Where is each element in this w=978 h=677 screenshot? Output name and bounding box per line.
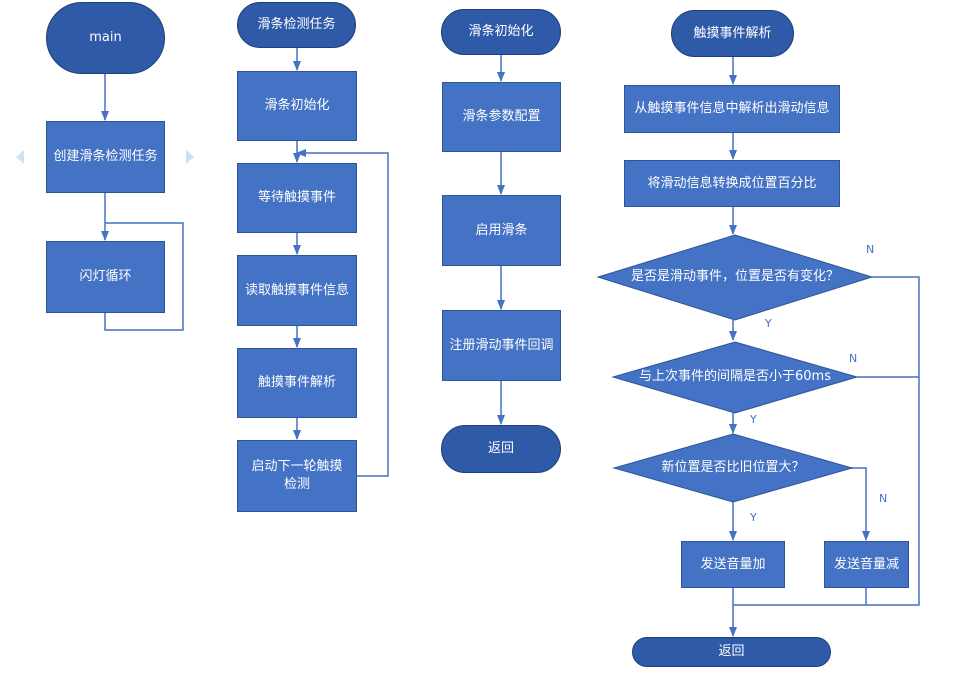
d3-no-label: N	[879, 492, 888, 505]
volume-up-box: 发送音量加	[681, 541, 785, 588]
decision-slide-event-shape	[596, 234, 874, 321]
decision-slide-event-text: 是否是滑动事件，位置是否有变化？	[630, 269, 839, 284]
decision-interval-shape	[611, 341, 859, 414]
convert-percent-box: 将滑动信息转换成位置百分比	[624, 160, 840, 207]
blink-loop-box: 闪灯循环	[46, 241, 165, 313]
next-round-detect-box: 启动下一轮触摸检测	[237, 440, 357, 512]
decision-position-text: 新位置是否比旧位置大？	[661, 460, 805, 475]
wait-touch-event-box: 等待触摸事件	[237, 163, 357, 233]
arrow-d3-no	[850, 467, 870, 541]
slider-init-return-terminator: 返回	[441, 425, 561, 473]
nav-right-arrow-icon[interactable]	[186, 150, 194, 164]
loop-blink	[104, 222, 184, 331]
register-callback-box: 注册滑动事件回调	[442, 310, 561, 381]
decision-interval-text: 与上次事件的间隔是否小于60ms	[639, 369, 831, 384]
touch-parse-start-terminator: 触摸事件解析	[671, 10, 794, 57]
volume-down-box: 发送音量减	[824, 541, 909, 588]
slider-init-call-box: 滑条初始化	[237, 71, 357, 141]
touch-event-parse-call-box: 触摸事件解析	[237, 348, 357, 418]
d1-no-label: N	[866, 243, 875, 256]
slider-config-box: 滑条参数配置	[442, 82, 561, 152]
create-task-box: 创建滑条检测任务	[46, 121, 165, 193]
d2-yes-label: Y	[750, 413, 757, 426]
detect-task-start-terminator: 滑条检测任务	[237, 2, 356, 48]
touch-parse-return-terminator: 返回	[632, 637, 831, 667]
d3-yes-label: Y	[750, 511, 757, 524]
slider-init-start-terminator: 滑条初始化	[441, 9, 561, 55]
enable-slider-box: 启用滑条	[442, 195, 561, 266]
main-start-terminator: main	[46, 2, 165, 74]
loop-next-round	[296, 149, 389, 477]
nav-left-arrow-icon[interactable]	[16, 150, 24, 164]
d1-yes-label: Y	[765, 317, 772, 330]
parse-slide-info-box: 从触摸事件信息中解析出滑动信息	[624, 85, 840, 133]
d2-no-label: N	[849, 352, 858, 365]
line-d1-no	[733, 276, 920, 606]
read-touch-info-box: 读取触摸事件信息	[237, 255, 357, 326]
decision-position-shape	[612, 433, 854, 503]
